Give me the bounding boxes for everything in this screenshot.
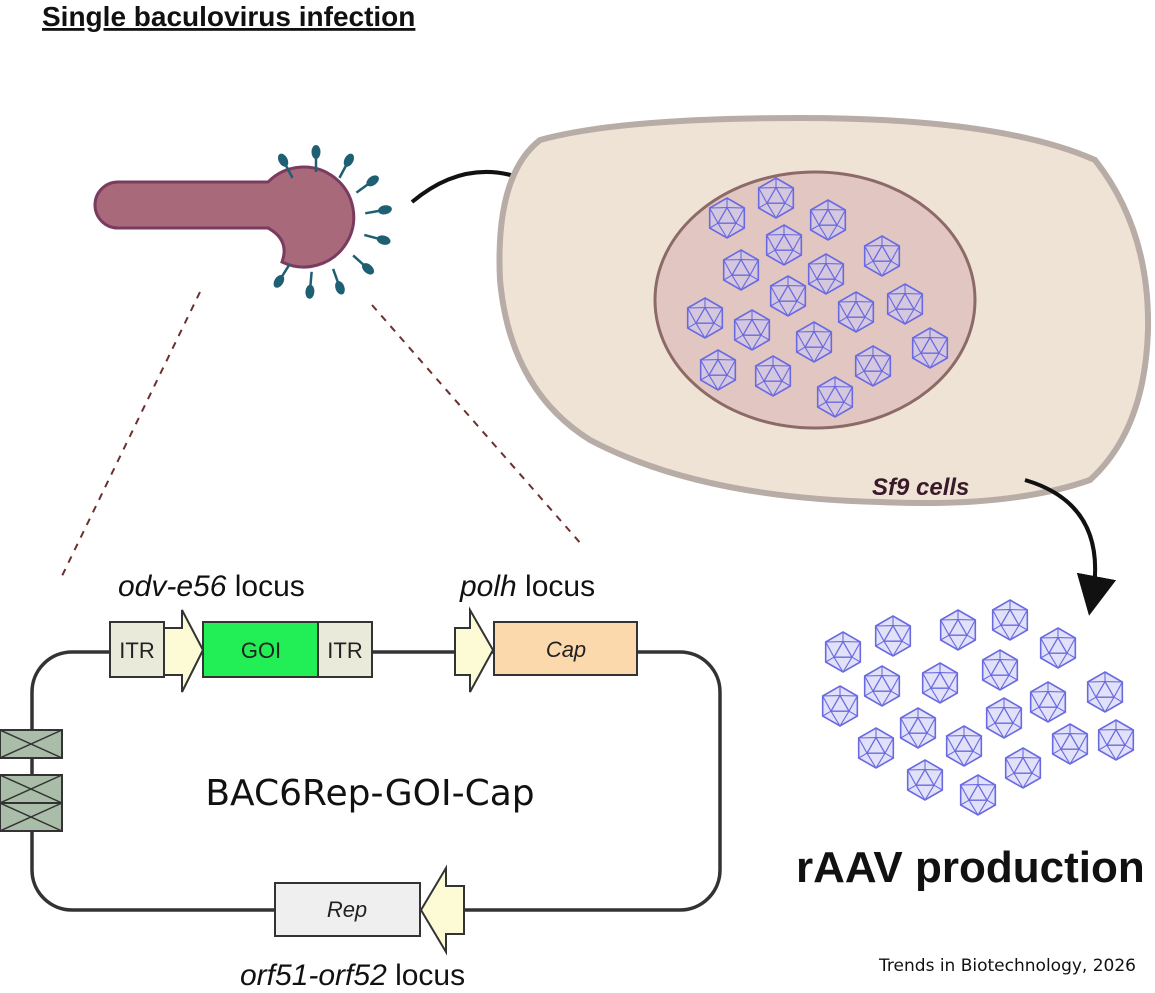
aav-capsid-icon bbox=[816, 376, 854, 418]
cap-label: Cap bbox=[546, 637, 586, 662]
aav-capsid-icon bbox=[854, 345, 892, 387]
spike-knob bbox=[366, 175, 379, 187]
promoter-arrow-odv bbox=[163, 609, 205, 693]
spike-stem bbox=[284, 164, 294, 179]
spike-knob bbox=[273, 274, 285, 288]
promoter-arrow-orf bbox=[419, 864, 465, 956]
nucleus-capsids bbox=[686, 177, 949, 418]
raav-capsids bbox=[821, 599, 1135, 816]
spike-knob bbox=[335, 281, 345, 295]
plasmid-name: BAC6Rep-GOI-Cap bbox=[205, 773, 534, 814]
aav-capsid-icon bbox=[1086, 671, 1124, 713]
aav-capsid-icon bbox=[911, 327, 949, 369]
itr-left-box bbox=[109, 621, 165, 678]
aav-capsid-icon bbox=[837, 291, 875, 333]
aav-capsid-icon bbox=[921, 662, 959, 704]
aav-capsid-icon bbox=[863, 665, 901, 707]
aav-capsid-icon bbox=[1051, 723, 1089, 765]
promoter-arrow-polh bbox=[454, 606, 495, 693]
bac-element-bottom bbox=[0, 774, 63, 832]
aav-capsid-icon bbox=[1039, 627, 1077, 669]
aav-capsid-icon bbox=[733, 309, 771, 351]
aav-capsid-icon bbox=[939, 609, 977, 651]
spike-stem bbox=[281, 263, 291, 277]
rep-box bbox=[274, 882, 421, 937]
spike-stem bbox=[365, 209, 380, 215]
citation: Trends in Biotechnology, 2026 bbox=[878, 956, 1136, 976]
aav-capsid-icon bbox=[1029, 681, 1067, 723]
locus-label-polh: polh locus bbox=[459, 570, 595, 603]
aav-capsid-icon bbox=[906, 759, 944, 801]
aav-capsid-icon bbox=[795, 321, 833, 363]
cell-label: Sf9 cells bbox=[872, 474, 969, 501]
rep-label: Rep bbox=[327, 897, 367, 922]
zoom-line-right bbox=[371, 304, 583, 546]
spike-stem bbox=[355, 183, 369, 194]
aav-capsid-icon bbox=[708, 197, 746, 239]
spike-stem bbox=[338, 164, 348, 179]
sf9-cell bbox=[496, 114, 1152, 507]
spike-knob bbox=[376, 235, 391, 245]
aav-capsid-icon bbox=[857, 727, 895, 769]
baculovirus-spikes bbox=[273, 145, 392, 299]
aav-capsid-icon bbox=[874, 615, 912, 657]
spike-knob bbox=[305, 284, 315, 299]
aav-capsid-icon bbox=[899, 707, 937, 749]
spike-stem bbox=[352, 254, 365, 266]
aav-capsid-icon bbox=[945, 725, 983, 767]
spike-knob bbox=[311, 145, 321, 159]
aav-capsid-icon bbox=[981, 649, 1019, 691]
aav-capsid-icon bbox=[863, 235, 901, 277]
locus-label-orf: orf51-orf52 locus bbox=[240, 959, 465, 992]
goi-box bbox=[202, 621, 319, 678]
product-label: rAAV production bbox=[796, 843, 1145, 892]
itr-right-label: ITR bbox=[327, 638, 362, 663]
aav-capsid-icon bbox=[985, 697, 1023, 739]
baculovirus-body bbox=[93, 165, 356, 269]
aav-capsid-icon bbox=[821, 685, 859, 727]
spike-knob bbox=[377, 205, 392, 215]
spike-knob bbox=[277, 153, 289, 167]
spike-stem bbox=[363, 233, 379, 240]
spike-knob bbox=[362, 263, 375, 275]
aav-capsid-icon bbox=[686, 297, 724, 339]
aav-capsid-icon bbox=[809, 199, 847, 241]
production-arrow bbox=[1024, 478, 1117, 616]
aav-capsid-icon bbox=[824, 631, 862, 673]
spike-stem bbox=[331, 268, 340, 283]
aav-capsid-icon bbox=[754, 355, 792, 397]
spike-stem bbox=[309, 271, 313, 286]
aav-capsid-icon bbox=[765, 224, 803, 266]
aav-capsid-icon bbox=[959, 774, 997, 816]
baculovirus bbox=[93, 145, 392, 299]
cap-box bbox=[493, 621, 638, 676]
zoom-line-left bbox=[59, 291, 201, 581]
itr-right-box bbox=[317, 621, 373, 678]
spike-knob bbox=[343, 153, 355, 167]
aav-capsid-icon bbox=[886, 283, 924, 325]
bac-element-top bbox=[0, 729, 63, 759]
aav-capsid-icon bbox=[807, 253, 845, 295]
aav-capsid-icon bbox=[722, 249, 760, 291]
aav-capsid-icon bbox=[769, 275, 807, 317]
aav-capsid-icon bbox=[699, 349, 737, 391]
aav-capsid-icon bbox=[991, 599, 1029, 641]
figure-title: Single baculovirus infection bbox=[42, 1, 415, 32]
aav-capsid-icon bbox=[757, 177, 795, 219]
locus-label-odv: odv-e56 locus bbox=[118, 570, 305, 603]
itr-left-label: ITR bbox=[119, 638, 154, 663]
goi-label: GOI bbox=[241, 638, 281, 663]
aav-capsid-icon bbox=[1097, 719, 1135, 761]
aav-capsid-icon bbox=[1004, 747, 1042, 789]
